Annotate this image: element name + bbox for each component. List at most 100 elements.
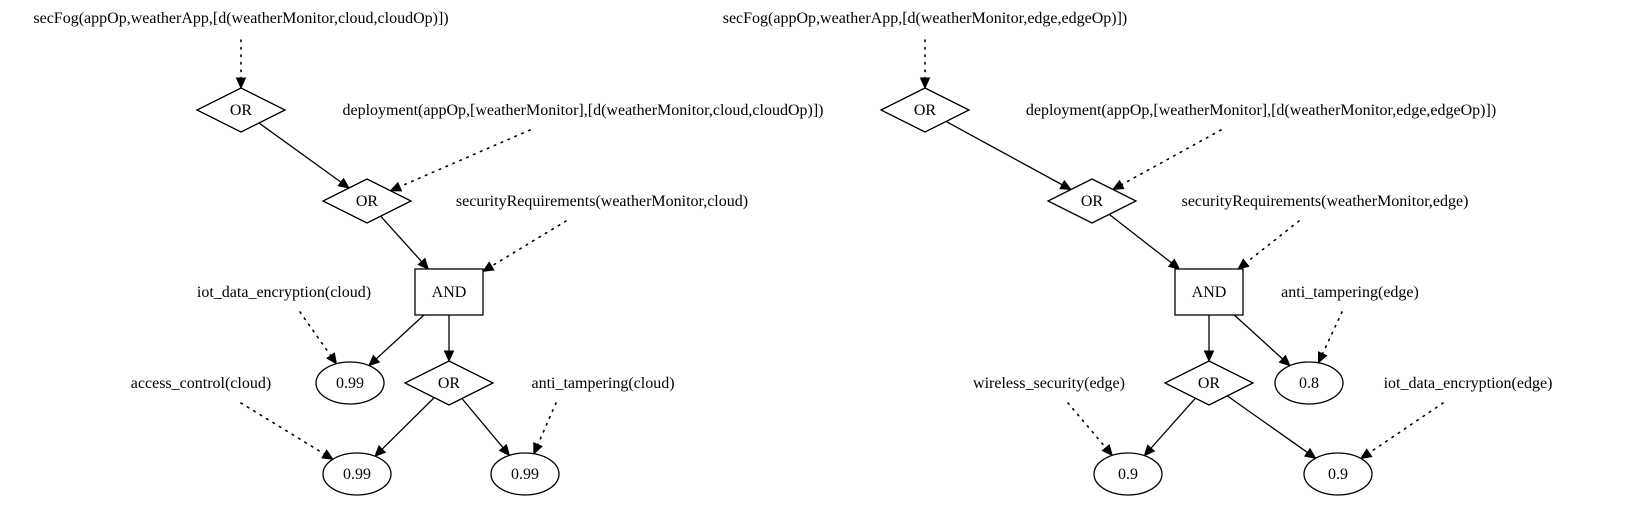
node-label-text: anti_tampering(cloud) — [531, 375, 674, 392]
node-wirelbl-label: wireless_security(edge) — [973, 375, 1125, 392]
node-iotlbl-label: iot_data_encryption(cloud) — [197, 284, 371, 301]
arrowhead-icon — [443, 350, 455, 363]
edge-wirelbl-to-v_wire — [1067, 402, 1114, 457]
node-or3-diamond: OR — [403, 360, 495, 406]
node-v_anti-ellipse: 0.8 — [1274, 361, 1344, 405]
node-label-text: access_control(cloud) — [131, 375, 271, 392]
nodes-layer: secFog(appOp,weatherApp,[d(weatherMonito… — [33, 10, 1553, 496]
edge-antilbl-to-v_anti — [533, 402, 557, 455]
arrowhead-icon — [389, 181, 403, 192]
edge-secreq-to-and — [1237, 220, 1300, 270]
solid-edge-line — [381, 397, 435, 450]
arrowhead-icon — [368, 354, 381, 367]
or-diamond-shape — [1163, 360, 1255, 406]
node-value-text: 0.9 — [1328, 466, 1348, 483]
node-value-text: OR — [230, 102, 253, 119]
node-secreq-label: securityRequirements(weatherMonitor,clou… — [456, 193, 748, 210]
node-secreq-label: securityRequirements(weatherMonitor,edge… — [1182, 193, 1469, 210]
arrowhead-icon — [1317, 351, 1328, 364]
solid-edge-line — [945, 120, 1063, 186]
node-antilbl-label: anti_tampering(cloud) — [531, 375, 674, 392]
probability-ellipse-shape — [1093, 452, 1163, 496]
and-box-shape — [1174, 268, 1244, 316]
node-goal-label: secFog(appOp,weatherApp,[d(weatherMonito… — [723, 10, 1128, 27]
node-value-text: AND — [1192, 284, 1227, 301]
dotted-edge-line — [537, 402, 557, 446]
edges-layer — [235, 39, 1444, 460]
node-value-text: OR — [914, 102, 937, 119]
node-or1-diamond: OR — [195, 87, 287, 133]
node-antilbl-label: anti_tampering(edge) — [1281, 284, 1419, 301]
arrowhead-icon — [1101, 443, 1114, 457]
node-label-text: iot_data_encryption(edge) — [1384, 375, 1553, 392]
or-diamond-shape — [1046, 178, 1138, 224]
edge-and-to-or3 — [1203, 315, 1215, 363]
node-v_wire-ellipse: 0.9 — [1093, 452, 1163, 496]
solid-edge-line — [1233, 314, 1283, 360]
node-label-text: deployment(appOp,[weatherMonitor],[d(wea… — [343, 102, 824, 119]
node-label-text: wireless_security(edge) — [973, 375, 1125, 392]
node-value-text: AND — [432, 284, 467, 301]
arrowhead-icon — [235, 77, 247, 90]
node-label-text: secFog(appOp,weatherApp,[d(weatherMonito… — [33, 10, 448, 27]
edge-dep-to-or2 — [1111, 129, 1222, 191]
arrowhead-icon — [1278, 354, 1291, 367]
solid-edge-line — [380, 215, 423, 263]
probability-ellipse-shape — [1274, 361, 1344, 405]
probability-ellipse-shape — [315, 361, 385, 405]
edge-acclbl-to-v_acc — [240, 402, 334, 460]
node-goal-label: secFog(appOp,weatherApp,[d(weatherMonito… — [33, 10, 448, 27]
arrowhead-icon — [1303, 447, 1317, 459]
solid-edge-line — [1150, 397, 1196, 449]
edge-or2-to-and — [380, 215, 430, 270]
arrowhead-icon — [1359, 448, 1373, 460]
dotted-edge-line — [1368, 402, 1444, 454]
dotted-edge-line — [1067, 402, 1107, 449]
probability-ellipse-shape — [490, 452, 560, 496]
arrowhead-icon — [1237, 258, 1250, 270]
arrowhead-icon — [1059, 179, 1073, 191]
node-value-text: OR — [438, 375, 461, 392]
solid-edge-line — [1108, 213, 1172, 264]
dotted-edge-line — [1120, 129, 1222, 186]
node-or1-diamond: OR — [879, 87, 971, 133]
edge-goal-to-or1 — [235, 39, 247, 90]
dotted-edge-line — [1245, 220, 1300, 264]
edge-goal-to-or1 — [919, 39, 931, 90]
node-value-text: 0.99 — [336, 375, 364, 392]
edge-iotlbl-to-v_iot — [1359, 402, 1444, 460]
node-dep-label: deployment(appOp,[weatherMonitor],[d(wea… — [343, 102, 824, 119]
node-acclbl-label: access_control(cloud) — [131, 375, 271, 392]
node-or3-diamond: OR — [1163, 360, 1255, 406]
arrowhead-icon — [533, 441, 543, 455]
arrowhead-icon — [1143, 444, 1156, 457]
probability-ellipse-shape — [322, 452, 392, 496]
dotted-edge-line — [299, 311, 332, 357]
arrowhead-icon — [417, 257, 430, 270]
arrowhead-icon — [1203, 350, 1215, 363]
node-label-text: anti_tampering(edge) — [1281, 284, 1419, 301]
or-diamond-shape — [321, 178, 413, 224]
node-value-text: 0.9 — [1118, 466, 1138, 483]
node-label-text: securityRequirements(weatherMonitor,edge… — [1182, 193, 1469, 210]
edge-or3-to-v_anti — [461, 398, 511, 457]
edge-or3-to-v_iot — [1226, 395, 1317, 459]
arrowhead-icon — [1111, 179, 1125, 191]
node-v_iot-ellipse: 0.99 — [315, 361, 385, 405]
edge-or3-to-v_wire — [1143, 397, 1196, 457]
edge-secreq-to-and — [481, 220, 567, 272]
node-label-text: iot_data_encryption(cloud) — [197, 284, 371, 301]
node-and-box: AND — [1174, 268, 1244, 316]
node-value-text: 0.99 — [511, 466, 539, 483]
or-diamond-shape — [195, 87, 287, 133]
node-v_acc-ellipse: 0.99 — [322, 452, 392, 496]
edge-or2-to-and — [1108, 213, 1181, 270]
node-label-text: deployment(appOp,[weatherMonitor],[d(wea… — [1026, 102, 1496, 119]
arrowhead-icon — [481, 261, 495, 272]
node-value-text: OR — [1198, 375, 1221, 392]
dotted-edge-line — [1321, 311, 1343, 355]
edge-and-to-or3 — [443, 315, 455, 363]
edge-and-to-v_anti — [1233, 314, 1291, 367]
solid-edge-line — [1226, 395, 1308, 453]
arrowhead-icon — [1167, 258, 1181, 270]
